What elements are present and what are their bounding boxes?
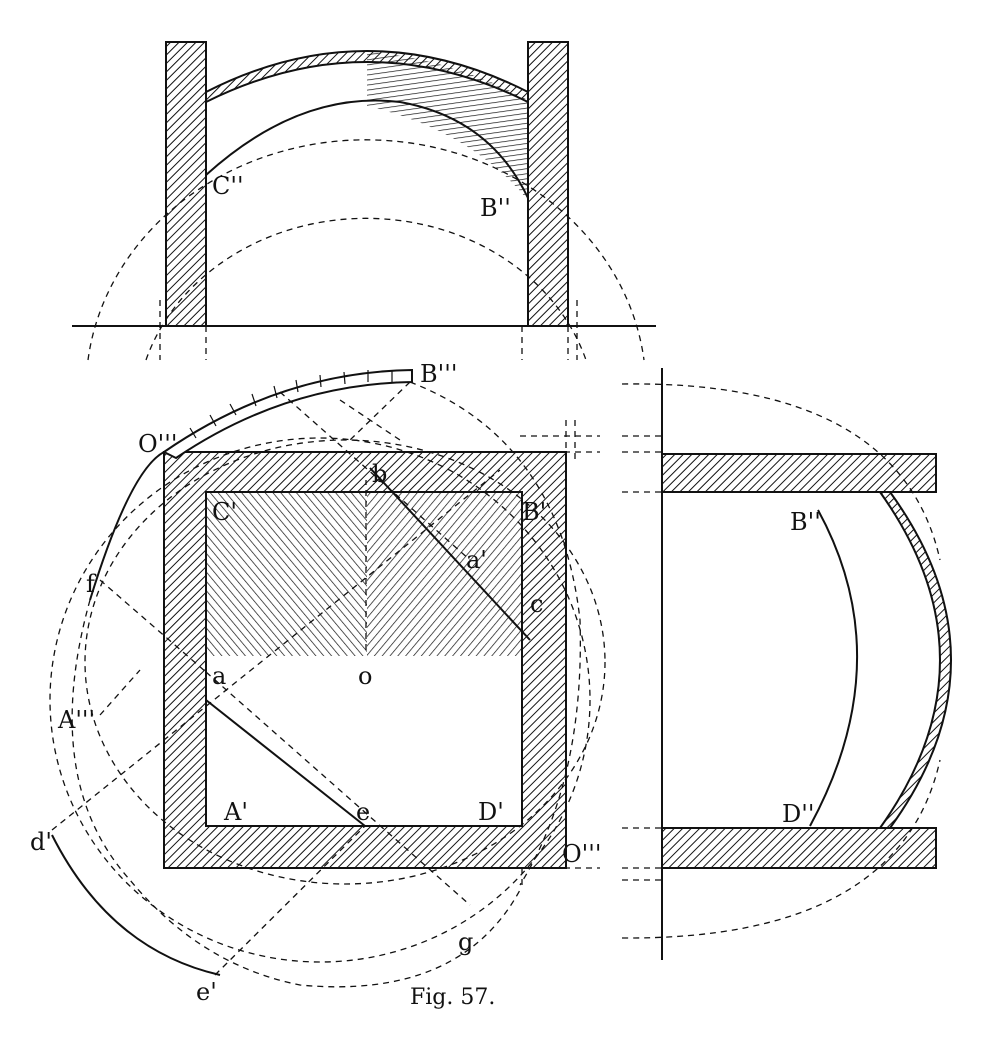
label-D2: D'': [782, 800, 814, 828]
label-a: a: [212, 662, 226, 690]
developed-arch: [162, 368, 413, 460]
label-O3-left: O''': [138, 430, 177, 458]
label-B1: B': [522, 498, 546, 526]
label-B2-top: B'': [480, 194, 511, 222]
label-A1: A': [223, 798, 248, 826]
figure-caption: Fig. 57.: [410, 985, 495, 1010]
label-D1: D': [478, 798, 504, 826]
label-B3: B''': [420, 360, 457, 388]
side-lower-wall: [661, 827, 937, 869]
label-C2: C'': [212, 172, 244, 200]
construction-arc-inner: [145, 217, 587, 361]
arc-d-e: [51, 834, 221, 976]
label-C1: C': [212, 498, 237, 526]
label-d1: d': [30, 828, 52, 856]
side-inner-arc: [809, 509, 859, 827]
side-construction-bottom: [621, 759, 941, 939]
label-a1: a': [466, 546, 487, 574]
right-wall-section: [527, 41, 569, 327]
plan-hatch-left: [206, 492, 367, 656]
inner-arch: [205, 99, 529, 199]
label-g: g: [458, 928, 473, 956]
construction-curve-outer: [71, 599, 521, 988]
construction-circle-1: [84, 439, 606, 885]
plan-view: B''' O''' b C' B' a' f c a o A''' A' e D…: [30, 360, 606, 1006]
side-construction-top: [621, 383, 941, 561]
side-elevation: B'' D'': [621, 368, 952, 960]
construction-curve-right: [409, 381, 581, 886]
line-b-c: [369, 467, 531, 641]
arc-f: [89, 451, 165, 601]
label-o: o: [358, 662, 372, 690]
label-A3: A''': [57, 706, 95, 734]
vault-hatched-area: [367, 52, 528, 200]
label-e: e: [356, 798, 370, 826]
construction-circle-2: [49, 437, 591, 963]
left-wall-section: [165, 41, 207, 327]
label-O3-right: O''': [562, 840, 601, 868]
side-vault-band: [878, 491, 952, 829]
top-elevation: C'' B'': [72, 41, 656, 361]
label-c: c: [530, 590, 543, 618]
line-a-e: [205, 699, 366, 827]
label-f: f: [86, 570, 97, 598]
label-b: b: [372, 460, 387, 488]
side-upper-wall: [661, 453, 937, 493]
construction-arc-outer: [87, 139, 645, 361]
label-B2-side: B'': [790, 508, 821, 536]
plan-hatch-right: [367, 492, 522, 656]
label-e1: e': [196, 978, 217, 1006]
